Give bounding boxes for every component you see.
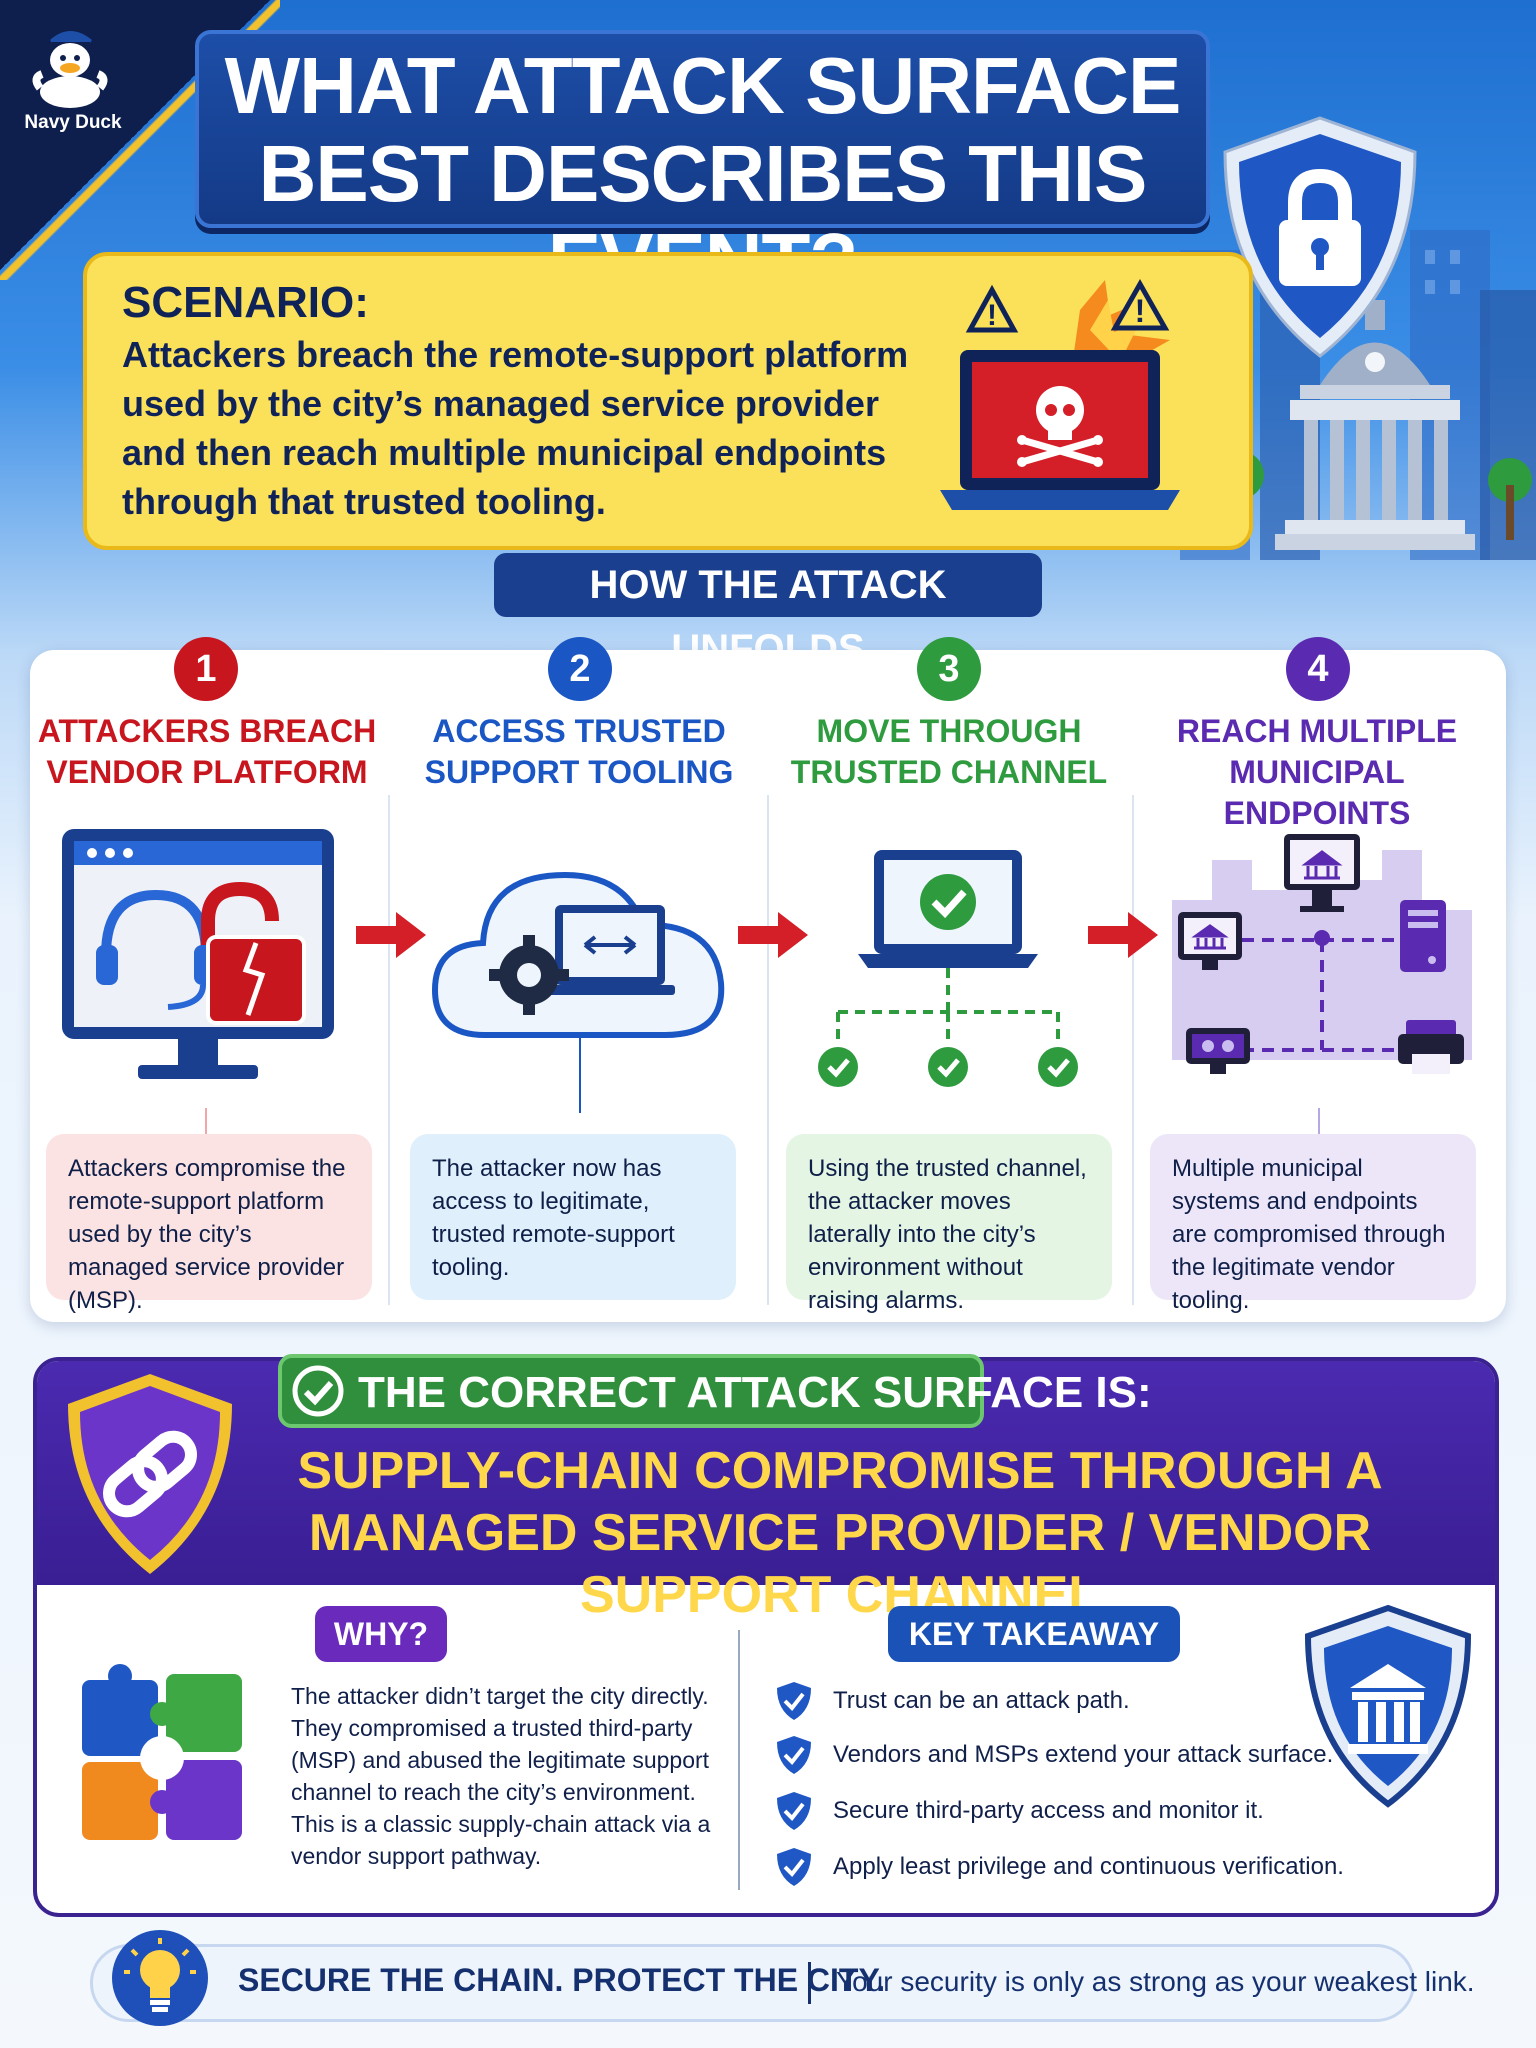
monitor-headset-lock-icon [62,829,334,1079]
correct-label-pill [278,1354,984,1428]
chain-link-shield-icon [68,1374,232,1574]
step-1-number: 1 [174,637,238,701]
answer-text: SUPPLY-CHAIN COMPROMISE THROUGH A MANAGE… [297,1442,1383,1624]
municipal-endpoints-network-icon [1172,834,1472,1074]
footer-subtext: Your security is only as strong as your … [836,1966,1475,1997]
footer-separator [808,1962,811,2004]
check-circle-icon [292,1365,344,1417]
step-1-title: ATTACKERS BREACH VENDOR PLATFORM [37,713,377,790]
why-text: The attacker didn’t target the city dire… [291,1683,711,1869]
step-4-number: 4 [1286,637,1350,701]
step-3-number: 3 [917,637,981,701]
takeaway-item: Trust can be an attack path. [775,1676,1130,1726]
step-divider [767,795,769,1305]
arrow-right-icon [356,912,426,958]
puzzle-pieces-icon [82,1664,242,1840]
footer-bar [90,1944,1415,2022]
key-takeaway-heading: KEY TAKEAWAY [888,1606,1180,1662]
takeaway-item: Vendors and MSPs extend your attack surf… [775,1730,1333,1780]
title-banner [195,30,1210,228]
check-shield-icon [777,1682,811,1720]
step-1-description: Attackers compromise the remote-support … [46,1134,372,1314]
section-divider [738,1630,740,1890]
step-4-description: Multiple municipal systems and endpoints… [1150,1134,1476,1314]
takeaway-text: Secure third-party access and monitor it… [833,1797,1264,1824]
step-2-title: ACCESS TRUSTED SUPPORT TOOLING [424,713,734,790]
lightbulb-icon [112,1930,208,2026]
footer-slogan: SECURE THE CHAIN. PROTECT THE CITY. [238,1962,886,1998]
check-shield-icon [777,1848,811,1886]
step-2-number: 2 [548,637,612,701]
takeaway-text: Vendors and MSPs extend your attack surf… [833,1741,1334,1768]
how-attack-unfolds-heading: HOW THE ATTACK UNFOLDS [494,553,1042,671]
cloud-gear-laptop-icon [431,871,725,1113]
svg-text:!: ! [1135,293,1146,329]
step-4-title: REACH MULTIPLE MUNICIPAL ENDPOINTS [1176,713,1458,831]
arrow-right-icon [738,912,808,958]
scenario-label: SCENARIO: [122,278,369,327]
arrow-right-icon [1088,912,1158,958]
city-hall-shield-icon [1304,1604,1472,1808]
check-shield-icon [777,1736,811,1774]
duck-logo-icon [32,31,108,108]
why-heading: WHY? [315,1606,447,1662]
takeaway-text: Trust can be an attack path. [833,1687,1130,1714]
step-divider [1132,795,1134,1305]
takeaway-item: Apply least privilege and continuous ver… [775,1842,1344,1892]
takeaway-item: Secure third-party access and monitor it… [775,1786,1264,1836]
lock-shield-icon [1223,116,1417,358]
correct-label: THE CORRECT ATTACK SURFACE IS: [358,1368,1152,1417]
brand-name: Navy Duck [24,112,122,133]
check-shield-icon [777,1792,811,1830]
scenario-text: Attackers breach the remote-support plat… [122,334,909,522]
step-2-description: The attacker now has access to legitimat… [410,1134,736,1300]
laptop-network-check-icon [818,850,1078,1087]
step-1-connector [205,1108,207,1138]
infected-laptop-icon: ! ! [940,278,1180,510]
step-divider [388,795,390,1305]
step-3-title: MOVE THROUGH TRUSTED CHANNEL [790,713,1108,790]
step-3-description: Using the trusted channel, the attacker … [786,1134,1112,1314]
takeaway-text: Apply least privilege and continuous ver… [833,1853,1344,1880]
step-4-connector [1318,1108,1320,1138]
svg-text:!: ! [987,299,997,332]
